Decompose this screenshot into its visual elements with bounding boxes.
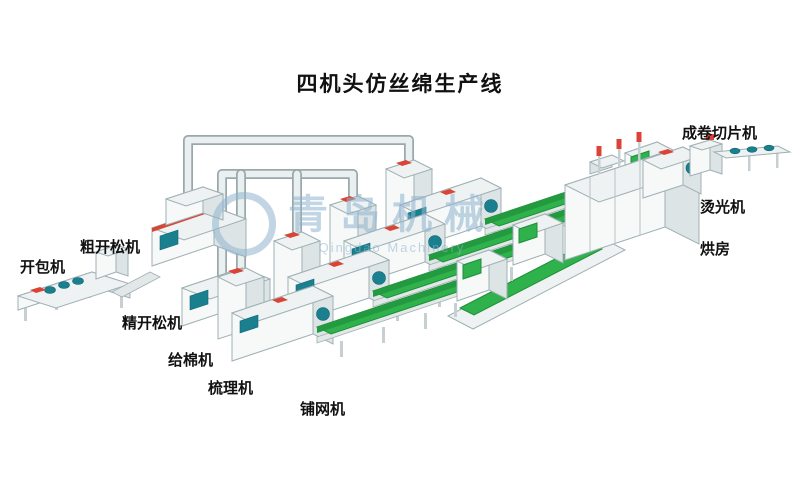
label-cross-lapper: 铺网机	[300, 401, 346, 418]
label-bale-opener: 开包机	[20, 259, 66, 276]
label-coarse-opener: 粗开松机	[80, 239, 141, 256]
page-title: 四机头仿丝绵生产线	[296, 73, 504, 96]
slicer-roller-icon	[763, 144, 775, 152]
label-roll-slicer: 成卷切片机	[682, 125, 758, 142]
slicer-roller-icon	[729, 147, 741, 155]
bale-opener-machine	[16, 244, 132, 321]
label-drying-room: 烘房	[700, 241, 731, 258]
opener-roller-icon	[44, 286, 56, 294]
label-fine-opener: 精开松机	[122, 315, 183, 332]
roll-slicer-machine	[688, 134, 792, 177]
opener-roller-icon	[72, 277, 84, 285]
slicer-roller-icon	[746, 146, 758, 153]
label-glazing: 烫光机	[700, 199, 746, 216]
collection-conveyor	[446, 236, 627, 330]
coarse-opener-machine	[150, 186, 248, 267]
opener-roller-icon	[58, 281, 70, 289]
label-carding: 梳理机	[208, 380, 254, 397]
label-cotton-feeder: 给棉机	[168, 352, 214, 369]
feed-conveyor	[111, 271, 161, 298]
